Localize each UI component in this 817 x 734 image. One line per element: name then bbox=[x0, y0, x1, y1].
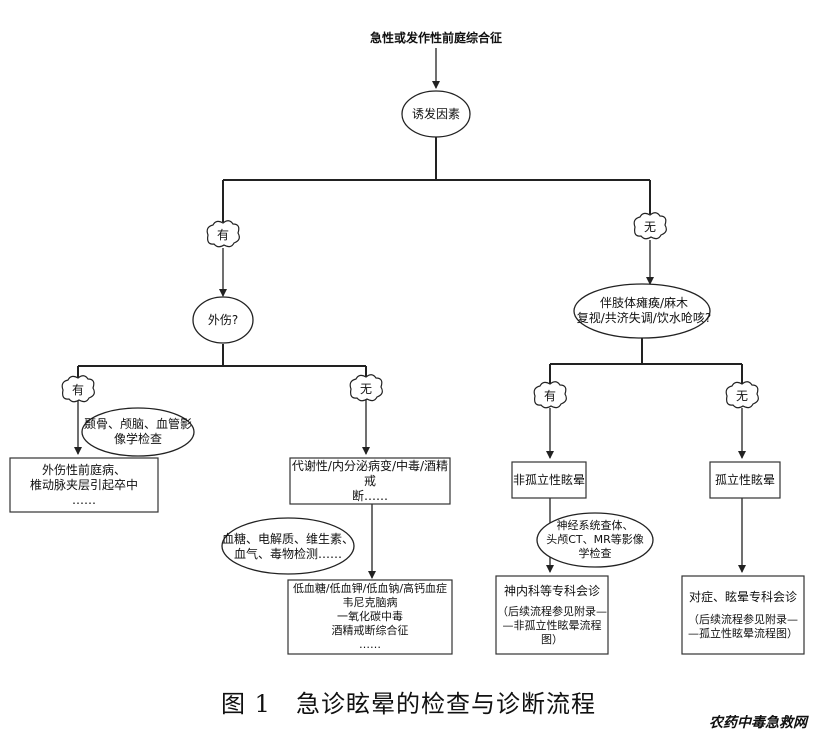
cloud-trauma-no bbox=[349, 374, 383, 402]
isolated-box bbox=[709, 461, 781, 499]
neuro-exam-label: 神经系统查体、 头颅CT、MR等影像 学检查 bbox=[546, 519, 644, 560]
lab-result-box bbox=[287, 579, 453, 655]
neuro-symptoms-ellipse bbox=[573, 283, 711, 339]
lab-result-line-1: 低血糖/低血钾/低血钠/高钙血症 bbox=[292, 582, 448, 595]
lab-result-line-2: 韦尼克脑病 bbox=[342, 596, 398, 609]
non-isolated-box bbox=[511, 461, 587, 499]
lab-result-line-5: …… bbox=[359, 638, 381, 651]
trauma-yes-line-2: 椎动脉夹层引起卒中 bbox=[29, 477, 138, 492]
cloud-trauma-yes bbox=[61, 375, 95, 403]
trauma-yes-result: 外伤性前庭病、 椎动脉夹层引起卒中 …… bbox=[10, 458, 158, 512]
lab-tests-label: 血糖、电解质、维生素、 血气、毒物检测…… bbox=[222, 532, 355, 561]
cloud-left-yes bbox=[206, 220, 240, 248]
trauma-yes-label: 有 bbox=[71, 382, 84, 397]
neuro-yes-label: 有 bbox=[543, 388, 556, 403]
symptomatic: 对症、眩晕专科会诊 （后续流程参见附录— —孤立性眩晕流程图） bbox=[682, 576, 804, 654]
neuro-followup-line-1: （后续流程参见附录— bbox=[497, 604, 607, 618]
watermark: 农药中毒急救网 bbox=[709, 715, 807, 731]
isolated-followup-line-2: —孤立性眩晕流程图） bbox=[688, 626, 798, 640]
isolated-followup-line-1: （后续流程参见附录— bbox=[688, 612, 798, 626]
trigger-node-ellipse bbox=[401, 90, 471, 138]
trauma-exam-label: 颞骨、颅脑、血管影 像学检查 bbox=[83, 417, 192, 446]
trauma-no-label: 无 bbox=[359, 381, 372, 396]
trauma-yes-box bbox=[9, 457, 159, 513]
neuro-no-label: 无 bbox=[735, 388, 748, 403]
non-isolated-label: 非孤立性眩晕 bbox=[512, 472, 585, 487]
figure-caption: 图 1 急诊眩晕的检查与诊断流程 bbox=[221, 690, 596, 718]
trauma-node-ellipse bbox=[192, 296, 254, 344]
trauma-no-box bbox=[289, 457, 451, 505]
cloud-neuro-yes bbox=[533, 381, 567, 409]
trauma-exam-ellipse bbox=[81, 407, 195, 457]
cloud-neuro-no bbox=[725, 381, 759, 409]
neuro-symptoms-label: 伴肢体瘫痪/麻木 复视/共济失调/饮水呛咳? bbox=[576, 296, 712, 325]
cloud-right-no bbox=[633, 212, 667, 240]
isolated-label: 孤立性眩晕 bbox=[714, 472, 775, 487]
lab-result: 低血糖/低血钾/低血钠/高钙血症 韦尼克脑病 一氧化碳中毒 酒精戒断综合征 …… bbox=[288, 580, 452, 654]
lab-result-line-4: 酒精戒断综合征 bbox=[331, 624, 409, 637]
right-no-label: 无 bbox=[643, 219, 656, 234]
left-yes-label: 有 bbox=[216, 227, 229, 242]
trauma-yes-line-1: 外伤性前庭病、 bbox=[41, 462, 126, 477]
trigger-label: 诱发因素 bbox=[411, 106, 460, 121]
neuro-followup-line-2: —非孤立性眩晕流程 bbox=[502, 618, 602, 632]
neuro-consult-box bbox=[495, 575, 609, 655]
neuro-consult-title: 神内科等专科会诊 bbox=[503, 583, 600, 598]
neuro-exam-ellipse bbox=[536, 512, 654, 568]
neuro-followup-line-3: 图） bbox=[541, 632, 563, 646]
symptomatic-title: 对症、眩晕专科会诊 bbox=[688, 589, 797, 604]
trauma-label: 外伤? bbox=[207, 312, 239, 327]
trauma-no-line-1: 代谢性/内分泌病变/中毒/酒精戒 bbox=[291, 458, 449, 488]
flow-title: 急性或发作性前庭综合征 bbox=[369, 30, 502, 45]
trauma-yes-line-3: …… bbox=[72, 492, 96, 507]
neuro-consult: 神内科等专科会诊 （后续流程参见附录— —非孤立性眩晕流程 图） bbox=[496, 576, 608, 654]
trauma-no-line-2: 断…… bbox=[351, 488, 388, 503]
lab-tests-ellipse bbox=[221, 517, 355, 575]
symptomatic-box bbox=[681, 575, 805, 655]
trauma-no-result: 代谢性/内分泌病变/中毒/酒精戒 断…… bbox=[290, 458, 450, 504]
lab-result-line-3: 一氧化碳中毒 bbox=[337, 610, 403, 623]
